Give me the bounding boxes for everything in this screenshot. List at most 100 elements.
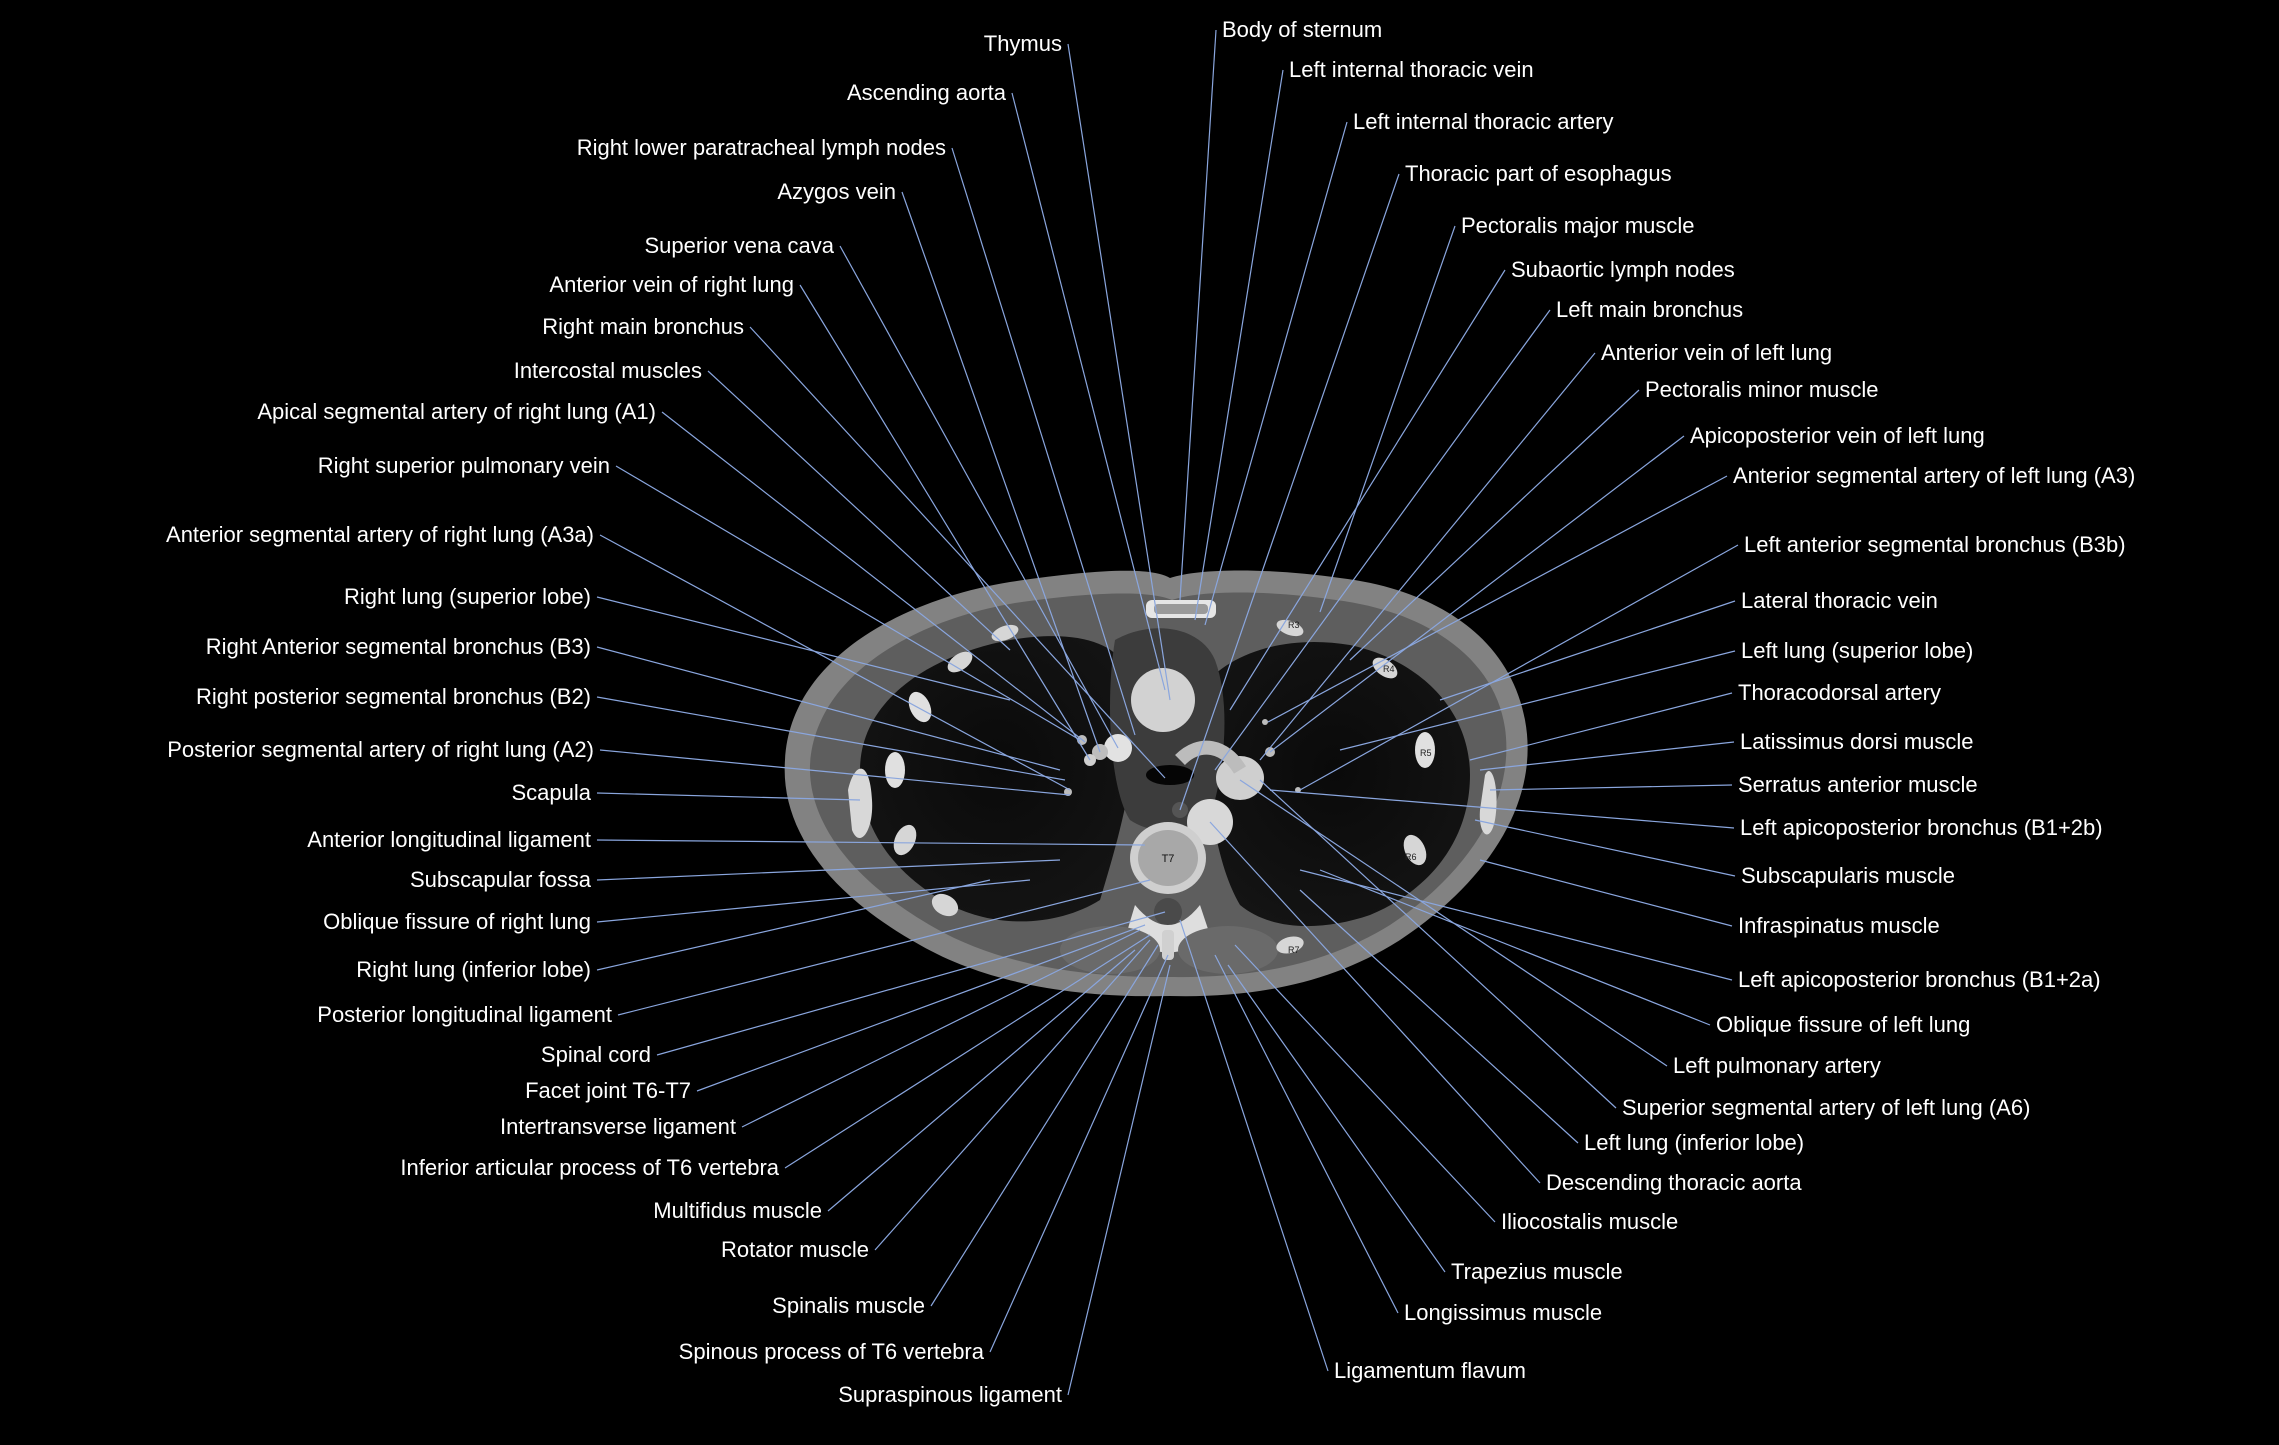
leader-line [1439, 600, 1736, 701]
leader-line [615, 465, 1081, 741]
label-ascending-aorta: Ascending aorta [847, 80, 1006, 105]
leader-line [1259, 352, 1596, 761]
ascending-aorta-vessel [1131, 668, 1195, 732]
label-l-b3b: Left anterior segmental bronchus (B3b) [1744, 532, 2126, 557]
leader-line [839, 245, 1119, 749]
label-l-lower-lobe: Left lung (inferior lobe) [1584, 1130, 1805, 1155]
label-l-ita: Left internal thoracic artery [1353, 109, 1614, 134]
label-l-pa: Left pulmonary artery [1673, 1053, 1881, 1078]
label-lat-dorsi: Latissimus dorsi muscle [1740, 729, 1974, 754]
rib-r3-right [991, 624, 1019, 642]
leader-line [596, 859, 1061, 881]
leader-line [1209, 821, 1541, 1184]
label-r-lower-lobe: Right lung (inferior lobe) [356, 957, 591, 982]
label-subscapularis: Subscapularis muscle [1741, 863, 1955, 888]
label-spinalis: Spinalis muscle [772, 1293, 925, 1318]
label-esophagus: Thoracic part of esophagus [1405, 161, 1672, 186]
label-spinous: Spinous process of T6 vertebra [678, 1339, 984, 1364]
leader-line [874, 939, 1151, 1251]
label-rotator: Rotator muscle [721, 1237, 869, 1262]
label-thymus: Thymus [983, 31, 1062, 56]
leader-line [1067, 964, 1171, 1396]
rib-label: R7 [1288, 945, 1300, 955]
leader-line [1319, 225, 1456, 613]
leader-line [1469, 692, 1733, 761]
label-infraspinatus: Infraspinatus muscle [1738, 913, 1940, 938]
leader-line [1179, 29, 1217, 601]
label-l-fissure: Oblique fissure of left lung [1716, 1012, 1971, 1037]
leader-line [596, 879, 991, 971]
leader-line [596, 646, 1061, 771]
leader-line [1349, 389, 1640, 661]
label-l-bronchus: Left main bronchus [1556, 297, 1744, 322]
label-intertrans: Intertransverse ligament [500, 1114, 736, 1139]
label-r-b3: Right Anterior segmental bronchus (B3) [205, 634, 591, 659]
label-r-a3a: Anterior segmental artery of right lung … [166, 522, 594, 547]
leader-line [1479, 859, 1733, 927]
label-lat-thor-vein: Lateral thoracic vein [1741, 588, 1938, 613]
label-r-upper-lobe: Right lung (superior lobe) [343, 584, 591, 609]
leader-line [1474, 819, 1736, 877]
leader-line [901, 191, 1101, 753]
leader-line [1267, 475, 1728, 723]
leader-line [596, 696, 1066, 781]
label-lig-flavum: Ligamentum flavum [1334, 1358, 1526, 1383]
label-svc: Superior vena cava [644, 233, 834, 258]
leader-line [1234, 944, 1496, 1223]
label-all: Anterior longitudinal ligament [307, 827, 591, 852]
rib-label: R3 [1288, 620, 1300, 630]
leader-line [784, 934, 1151, 1169]
label-r-scapula: Scapula [511, 780, 591, 805]
leader-line [741, 929, 1141, 1128]
leader-line [1204, 121, 1348, 626]
label-pll: Posterior longitudinal ligament [317, 1002, 612, 1027]
leader-line [599, 534, 1071, 791]
leader-line [661, 411, 1086, 743]
label-r-a2: Posterior segmental artery of right lung… [167, 737, 594, 762]
rib-label: R4 [1383, 664, 1395, 674]
leader-line [1489, 784, 1733, 791]
label-r-b2: Right posterior segmental bronchus (B2) [196, 684, 591, 709]
leader-line [1067, 43, 1171, 701]
label-paratracheal-nodes: Right lower paratracheal lymph nodes [576, 135, 946, 160]
label-l-b12b: Left apicoposterior bronchus (B1+2b) [1740, 815, 2103, 840]
left-scapula [1479, 771, 1497, 835]
leader-line [1011, 92, 1166, 691]
label-pec-major: Pectoralis major muscle [1461, 213, 1695, 238]
rib-label: R5 [1420, 748, 1432, 758]
leader-line [1299, 869, 1733, 981]
label-sternum: Body of sternum [1222, 17, 1383, 42]
label-trapezius: Trapezius muscle [1451, 1259, 1623, 1284]
label-subaortic: Subaortic lymph nodes [1511, 257, 1735, 282]
label-l-itv: Left internal thoracic vein [1289, 57, 1534, 82]
leader-line [1299, 889, 1579, 1144]
leader-line [1179, 173, 1400, 811]
label-desc-aorta: Descending thoracic aorta [1546, 1170, 1802, 1195]
label-l-b12a: Left apicoposterior bronchus (B1+2a) [1738, 967, 2101, 992]
label-iliocostalis: Iliocostalis muscle [1501, 1209, 1679, 1234]
label-thoracodorsal: Thoracodorsal artery [1738, 680, 1941, 705]
leader-line [1227, 964, 1446, 1273]
label-longissimus: Longissimus muscle [1404, 1300, 1603, 1325]
leader-line [930, 944, 1159, 1307]
label-serratus: Serratus anterior muscle [1738, 772, 1978, 797]
leader-line [596, 839, 1146, 846]
leader-line [1194, 69, 1284, 621]
leader-line [1339, 650, 1736, 751]
leader-line [617, 879, 1151, 1016]
label-r-subscap-fossa: Subscapular fossa [410, 867, 591, 892]
leader-line [1479, 741, 1735, 771]
label-supraspinous: Supraspinous ligament [838, 1382, 1062, 1407]
label-r-hilum: Anterior vein of right lung [549, 272, 794, 297]
leader-line [1214, 309, 1551, 771]
leader-line [1179, 919, 1329, 1372]
label-multifidus: Multifidus muscle [653, 1198, 822, 1223]
label-r-spv: Right superior pulmonary vein [317, 453, 610, 478]
label-azygos: Azygos vein [777, 179, 896, 204]
label-l-a6: Superior segmental artery of left lung (… [1622, 1095, 2031, 1120]
leader-line [596, 596, 1011, 701]
label-r-intercostal: Intercostal muscles [513, 358, 702, 383]
left-pulmonary-artery-vessel [1216, 756, 1264, 800]
label-l-upper-lobe: Left lung (superior lobe) [1741, 638, 1974, 663]
leader-line [1259, 779, 1617, 1109]
